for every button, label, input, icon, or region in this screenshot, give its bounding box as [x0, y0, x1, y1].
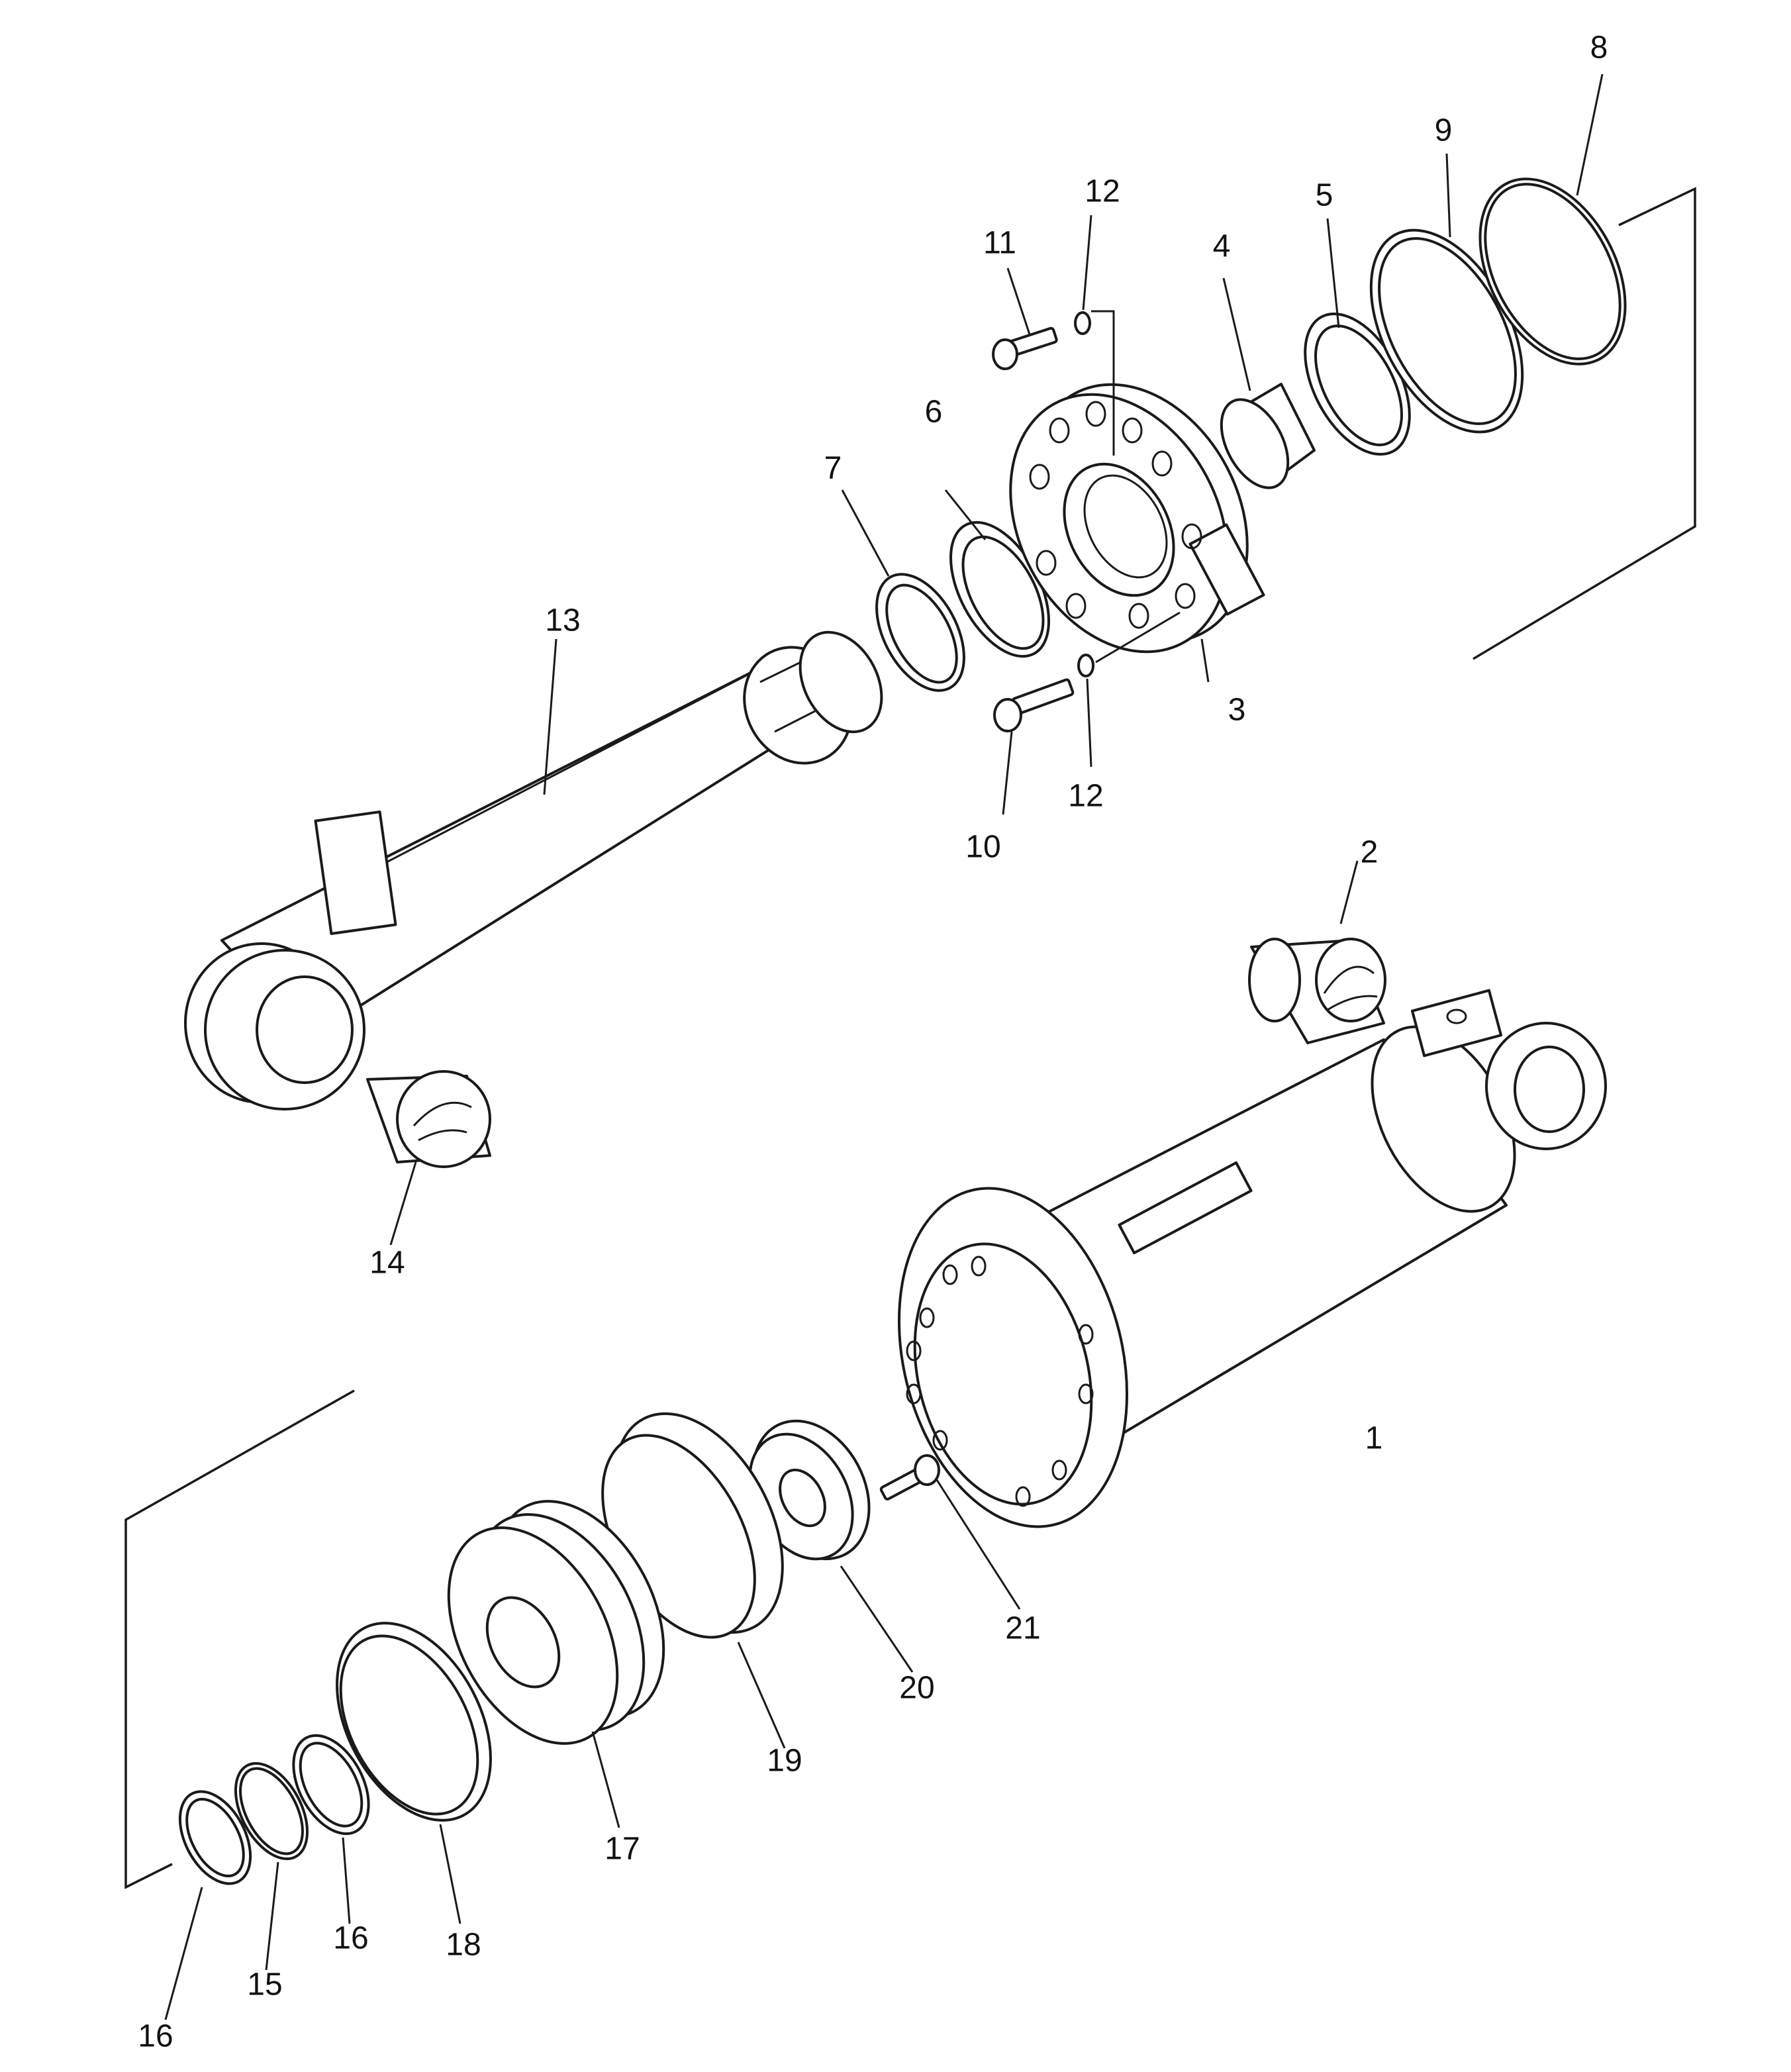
callout-15: 15 [247, 1967, 282, 2002]
o-ring-15 [234, 1761, 309, 1861]
callout-8: 8 [1590, 30, 1608, 66]
cylinder-head-3 [1009, 383, 1265, 654]
washer-12-bottom [1077, 611, 1181, 677]
washer-12-top [1074, 310, 1115, 456]
wear-ring-18 [336, 1622, 492, 1822]
callout-16-right: 16 [333, 1921, 368, 1956]
bushing-2 [1248, 938, 1386, 1044]
bolt-10 [993, 678, 1075, 732]
callout-17: 17 [605, 1832, 640, 1867]
bracket-line-top [1473, 187, 1696, 660]
callout-4: 4 [1213, 229, 1231, 264]
ring-9 [1369, 228, 1524, 434]
head-bolt-holes [1029, 401, 1202, 629]
bearing-5 [1304, 312, 1411, 456]
bolt-11 [992, 326, 1058, 370]
callout-10: 10 [965, 830, 1000, 865]
leader-lines [164, 74, 1604, 2020]
callout-14: 14 [369, 1246, 405, 1281]
callout-6: 6 [925, 395, 943, 430]
ring-16-right [292, 1734, 370, 1836]
piston-rod [184, 630, 883, 1110]
callout-19: 19 [767, 1744, 802, 1779]
tube-flange-bolt-holes [906, 1256, 1094, 1507]
ring-16-left [178, 1790, 252, 1885]
callout-7: 7 [824, 451, 842, 486]
bracket-line-bottom [124, 1389, 355, 1889]
callout-20: 20 [899, 1671, 934, 1706]
callout-11: 11 [983, 226, 1016, 261]
callout-3: 3 [1228, 693, 1246, 728]
bolt-21 [879, 1454, 940, 1501]
callout-13: 13 [545, 603, 580, 638]
callout-5: 5 [1316, 178, 1333, 213]
callout-2: 2 [1361, 835, 1379, 870]
piston-17 [447, 1500, 665, 1745]
callout-21: 21 [1005, 1611, 1040, 1646]
callout-18: 18 [446, 1928, 481, 1963]
callout-9: 9 [1435, 113, 1453, 148]
snap-ring-7 [875, 573, 965, 692]
bushing-4 [1220, 383, 1316, 489]
callout-16-left: 16 [138, 2019, 173, 2054]
callout-1: 1 [1365, 1421, 1383, 1456]
callout-labels: 1 2 3 4 5 6 7 8 9 10 11 12 12 13 14 15 1… [138, 30, 1608, 2054]
callout-12-bottom: 12 [1068, 779, 1103, 814]
o-ring-8 [1478, 177, 1627, 366]
bushing-14 [366, 1070, 491, 1168]
cylinder-tube-1 [897, 989, 1607, 1528]
callout-12-top: 12 [1085, 174, 1120, 209]
